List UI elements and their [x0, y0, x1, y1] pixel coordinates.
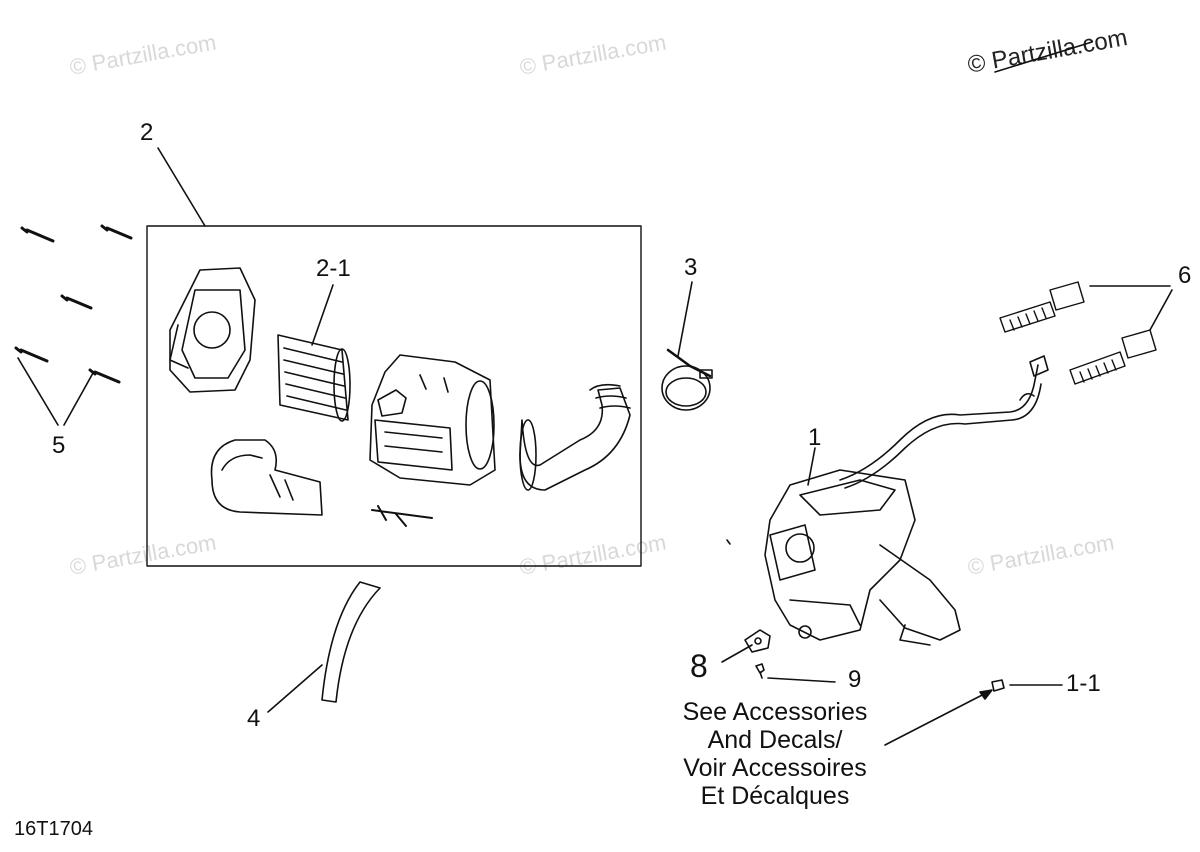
airbox-cover — [169, 267, 256, 393]
clip-pin — [371, 505, 433, 527]
leader-line — [267, 664, 323, 713]
arrowhead — [979, 689, 993, 700]
leader-line — [157, 147, 206, 227]
dash-mark — [994, 41, 1093, 73]
note-line: And Decals/ — [707, 726, 843, 754]
note-line: Et Décalques — [700, 782, 850, 810]
leader-line — [63, 372, 94, 426]
bolt — [999, 281, 1157, 385]
callout-2-1: 2-1 — [316, 255, 351, 282]
leader-line — [767, 677, 836, 683]
note-line: See Accessories — [682, 698, 868, 726]
throttle-body — [764, 355, 1049, 646]
airbox-housing — [369, 354, 496, 486]
hose-clamp — [661, 348, 713, 411]
intake-duct — [519, 383, 631, 491]
callout-5: 5 — [52, 432, 66, 459]
screw — [14, 224, 133, 384]
leader-line — [884, 691, 989, 746]
leader-line — [677, 281, 693, 357]
accessories-note: See Accessories And Decals/ Voir Accesso… — [640, 698, 910, 810]
callout-2: 2 — [140, 119, 154, 146]
callout-8: 8 — [690, 648, 708, 684]
callout-3: 3 — [684, 254, 698, 281]
leader-line — [17, 357, 59, 426]
callout-9: 9 — [848, 666, 862, 693]
note-line: Voir Accessoires — [683, 754, 867, 782]
diagram-reference: 16T1704 — [14, 818, 93, 840]
sensor-part — [744, 629, 771, 653]
inlet-boot — [210, 439, 323, 516]
plug-part — [991, 679, 1005, 692]
callout-1-1: 1-1 — [1066, 670, 1101, 697]
tiny-mark — [726, 539, 731, 545]
callout-4: 4 — [247, 705, 261, 732]
leader-line — [1149, 289, 1173, 331]
small-screw — [755, 663, 765, 679]
leader-line — [311, 284, 334, 346]
assembly-box — [146, 225, 642, 567]
hose — [321, 581, 381, 703]
leader-line — [721, 644, 753, 663]
filter-element — [277, 334, 351, 422]
callout-6: 6 — [1178, 262, 1192, 289]
callout-1: 1 — [808, 424, 822, 451]
